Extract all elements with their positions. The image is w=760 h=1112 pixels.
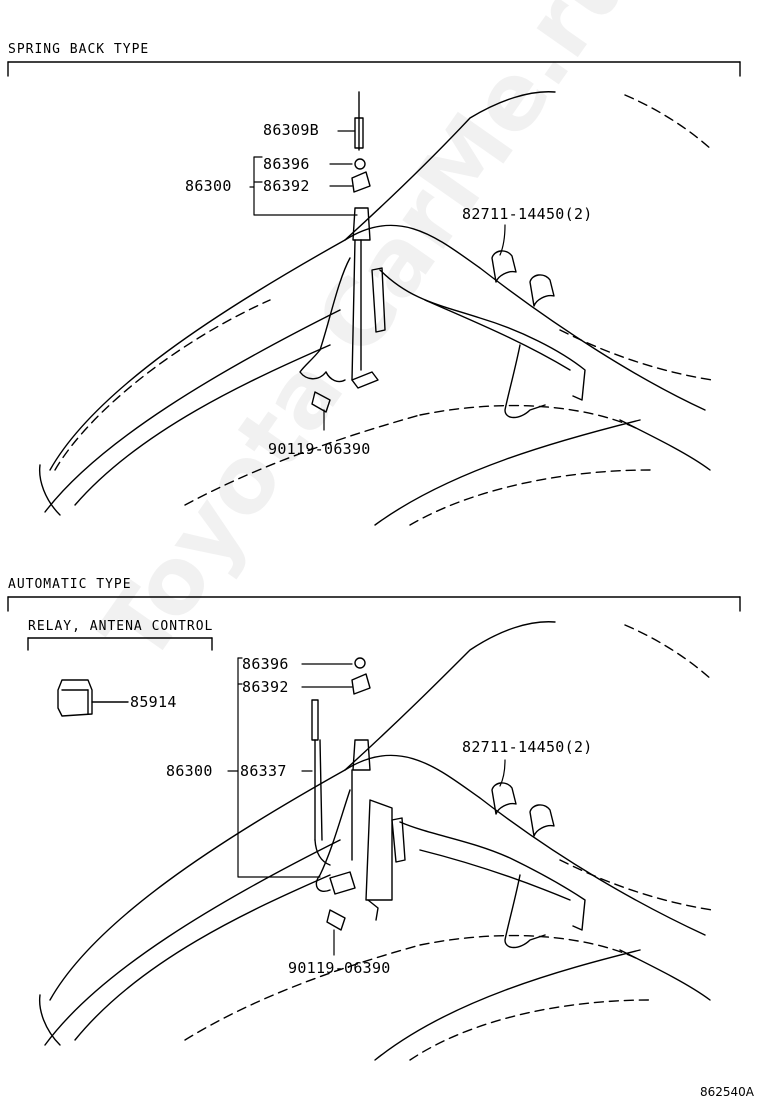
section-title-automatic: AUTOMATIC TYPE [8,577,132,592]
clamp-82711-2a [491,782,517,815]
part-label-86309b[interactable]: 86309B [263,121,319,139]
clamp-82711-1b [529,274,555,307]
part-label-82711-14450[interactable]: 82711-14450(2) [462,738,593,756]
part-label-86392[interactable]: 86392 [263,177,310,195]
part-label-86300[interactable]: 86300 [185,177,232,195]
leaders-automatic [227,657,506,956]
section-frame-automatic [7,596,741,612]
part-label-86396[interactable]: 86396 [242,655,289,673]
antenna-assembly-spring-back [299,91,586,419]
section-title-spring-back: SPRING BACK TYPE [8,42,150,57]
leaders-spring-back [249,130,506,431]
part-label-90119-06390[interactable]: 90119-06390 [268,440,371,458]
diagram-code: 862540A [700,1085,755,1099]
car-body-outline-1 [38,91,713,526]
relay-85914 [57,679,129,717]
clamp-82711-2b [529,804,555,837]
clamp-82711-1a [491,250,517,283]
part-label-86392[interactable]: 86392 [242,678,289,696]
relay-heading-frame [27,637,213,651]
relay-heading: RELAY, ANTENA CONTROL [28,619,214,634]
part-label-86300[interactable]: 86300 [166,762,213,780]
part-label-86337[interactable]: 86337 [240,762,287,780]
antenna-assembly-automatic [311,657,586,949]
part-label-90119-06390[interactable]: 90119-06390 [288,959,391,977]
section-frame-spring-back [7,61,741,77]
part-label-82711-14450[interactable]: 82711-14450(2) [462,205,593,223]
part-label-86396[interactable]: 86396 [263,155,310,173]
car-body-outline-2 [38,621,713,1061]
part-label-85914[interactable]: 85914 [130,693,177,711]
